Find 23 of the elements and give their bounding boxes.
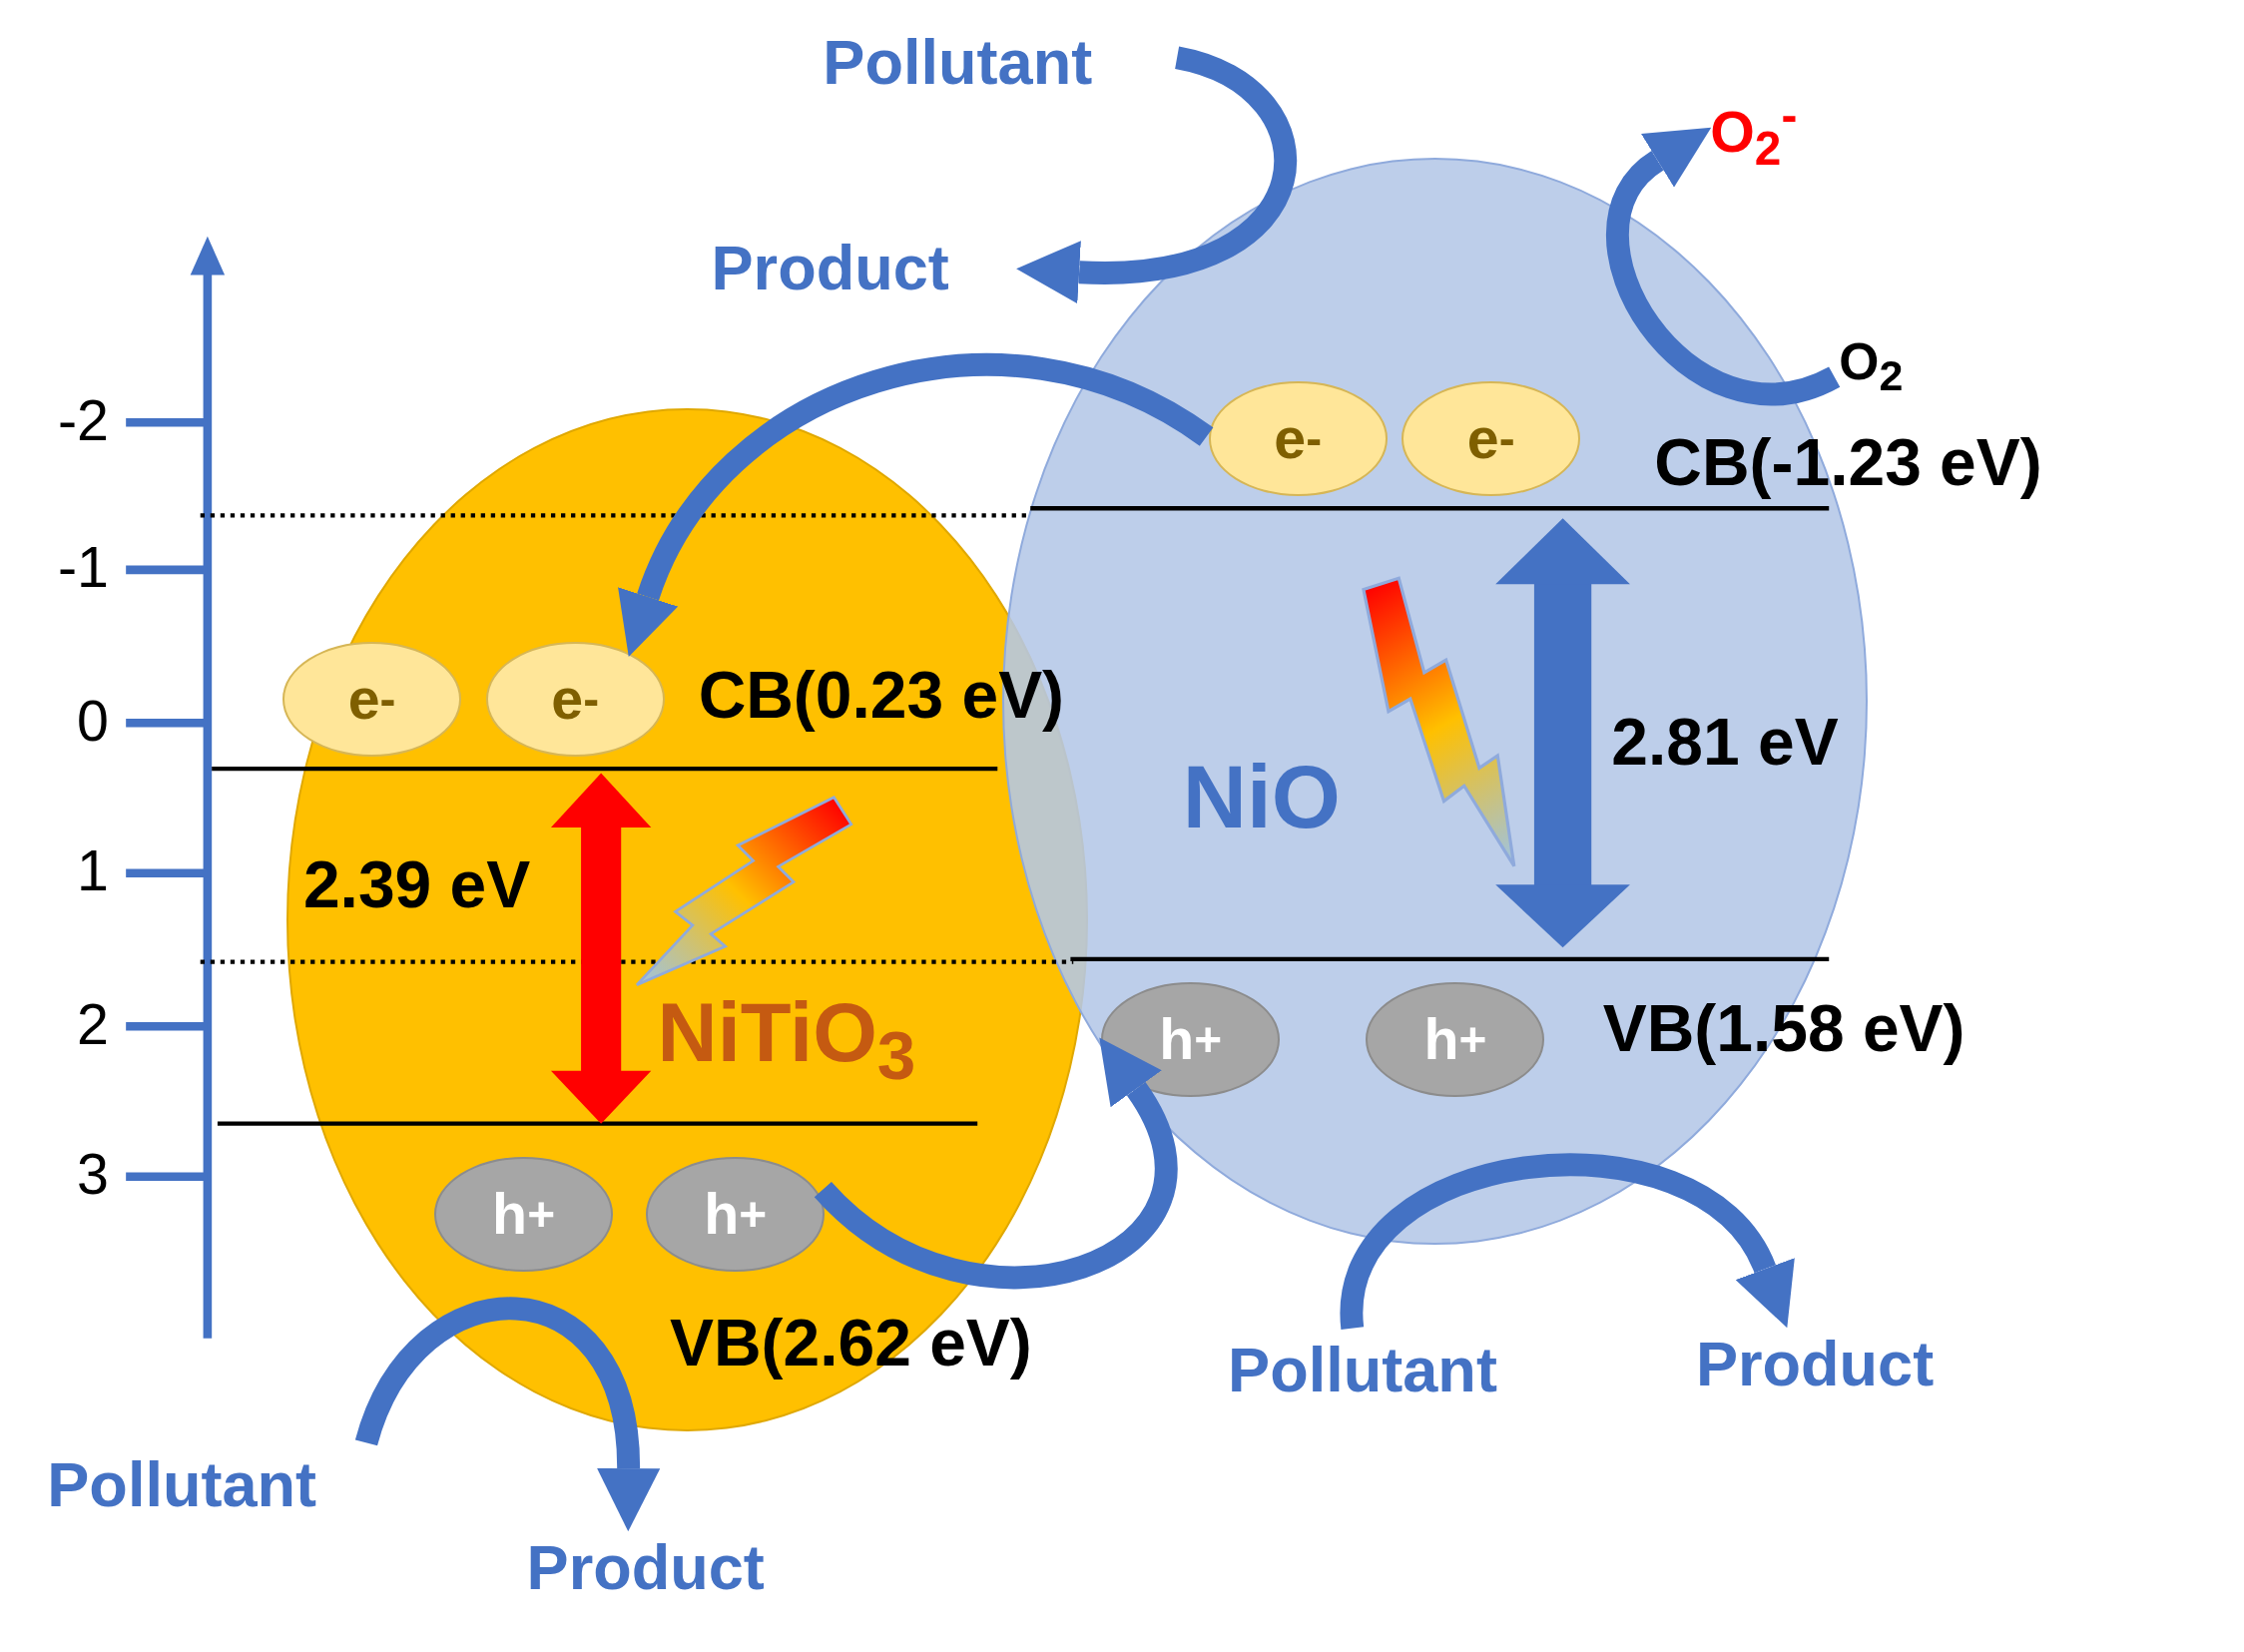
axis-tick-label: 0 bbox=[76, 688, 109, 755]
energy-level-label: VB(2.62 eV) bbox=[669, 1306, 1032, 1381]
axis-tick-label: 1 bbox=[76, 838, 109, 905]
energy-level-label: CB(-1.23 eV) bbox=[1654, 425, 2042, 502]
energy-level-label: VB(1.58 eV) bbox=[1602, 990, 1965, 1067]
axis-tick-label: 2 bbox=[76, 991, 109, 1058]
species-label: Pollutant bbox=[1228, 1334, 1497, 1406]
species-label: O$_{2}$ bbox=[1839, 331, 1904, 401]
species-label: Product bbox=[526, 1531, 765, 1604]
axis-tick-label: -1 bbox=[56, 535, 109, 602]
axis-tick-label: -2 bbox=[56, 387, 109, 454]
band-gap-label: 2.39 eV bbox=[302, 847, 531, 924]
axis-tick-label: 3 bbox=[76, 1142, 109, 1208]
material-label: NiTiO$_{3}$ bbox=[657, 984, 916, 1096]
species-label: Pollutant bbox=[47, 1447, 317, 1521]
species-label: Product bbox=[1695, 1328, 1935, 1400]
curved-arrow bbox=[1016, 46, 1297, 304]
material-label: NiO bbox=[1182, 746, 1341, 848]
curved-arrow bbox=[619, 353, 1213, 656]
species-label: Pollutant bbox=[823, 25, 1093, 99]
curved-arrow bbox=[355, 1297, 661, 1531]
species-label: Product bbox=[711, 232, 949, 304]
band-gap-label: 2.81 eV bbox=[1611, 704, 1839, 781]
